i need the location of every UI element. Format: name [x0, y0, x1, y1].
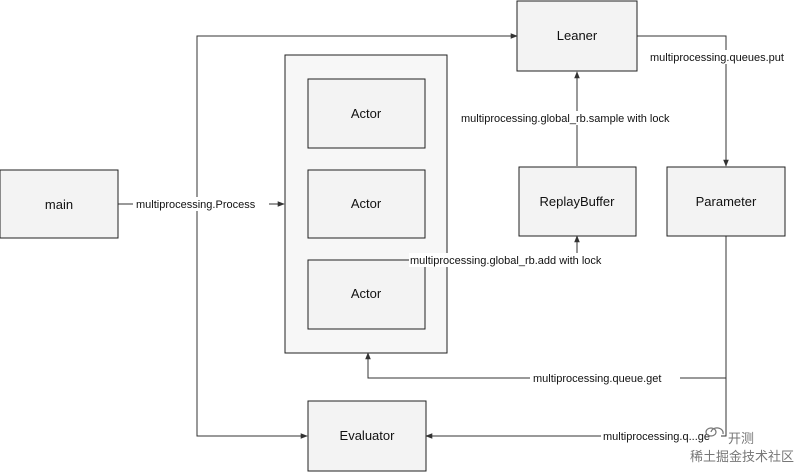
edge-label-main-process: multiprocessing.Process — [136, 199, 256, 211]
edge-labels: multiprocessing.Process multiprocessing.… — [133, 50, 800, 443]
node-actor-3: Actor — [307, 259, 426, 330]
edge-main-to-evaluator — [196, 204, 308, 439]
edge-leaner-to-parameter — [637, 35, 729, 167]
watermark: 开测 稀土掘金技术社区 — [690, 427, 794, 465]
actor-2-label: Actor — [351, 196, 382, 211]
actor-1-box — [307, 78, 426, 149]
edge-label-rb-sample: multiprocessing.global_rb.sample with lo… — [461, 113, 670, 125]
evaluator-label: Evaluator — [340, 428, 396, 443]
wechat-icon — [705, 427, 724, 437]
evaluator-box — [307, 400, 427, 472]
node-actor-2: Actor — [307, 169, 426, 239]
actor-3-label: Actor — [351, 286, 382, 301]
watermark-line1: 开测 — [728, 432, 754, 447]
main-box — [0, 169, 119, 239]
parameter-label: Parameter — [696, 194, 757, 209]
edge-parameter-to-evaluator — [425, 378, 727, 439]
actor-3-box — [307, 259, 426, 330]
leaner-box — [516, 0, 638, 72]
main-label: main — [45, 197, 73, 212]
actor-1-label: Actor — [351, 106, 382, 121]
node-parameter: Parameter — [666, 166, 786, 237]
edge-label-queue-get-actor: multiprocessing.queue.get — [533, 373, 661, 385]
node-actor-1: Actor — [307, 78, 426, 149]
edge-label-queue-get-evaluator: multiprocessing.q...ge — [603, 431, 710, 443]
node-main: main — [0, 169, 119, 239]
replay-buffer-label: ReplayBuffer — [540, 194, 616, 209]
node-evaluator: Evaluator — [307, 400, 427, 472]
node-replay-buffer: ReplayBuffer — [518, 166, 637, 237]
edge-label-queues-put: multiprocessing.queues.put — [650, 52, 784, 64]
edge-main-to-leaner — [196, 33, 518, 204]
leaner-label: Leaner — [557, 28, 598, 43]
node-leaner: Leaner — [516, 0, 638, 72]
watermark-line2: 稀土掘金技术社区 — [690, 449, 794, 465]
parameter-box — [666, 166, 786, 237]
actor-2-box — [307, 169, 426, 239]
replay-buffer-box — [518, 166, 637, 237]
edge-label-rb-add: multiprocessing.global_rb.add with lock — [410, 255, 602, 267]
